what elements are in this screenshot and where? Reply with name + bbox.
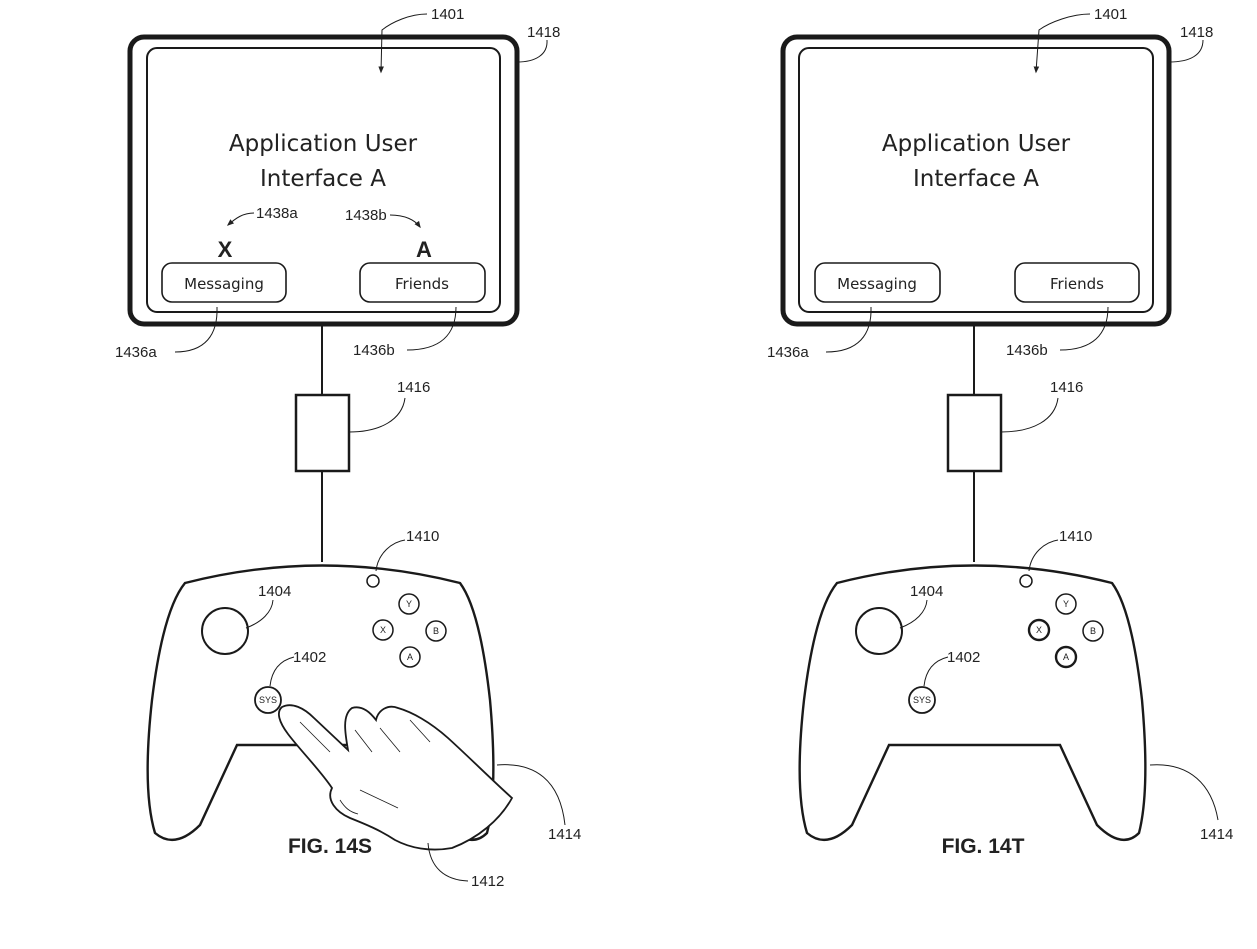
ref-1404: 1404 — [258, 583, 291, 600]
face-button-x[interactable]: X — [1027, 618, 1051, 642]
leader-1402 — [269, 656, 295, 687]
leader-1418 — [1168, 39, 1204, 63]
svg-text:A: A — [407, 652, 413, 662]
ref-1412: 1412 — [471, 873, 504, 890]
ref-1436a: 1436a — [767, 344, 809, 361]
connector-1416 — [946, 393, 1003, 473]
face-buttons: Y X B A — [372, 593, 447, 668]
ref-1402: 1402 — [293, 649, 326, 666]
leader-1418 — [516, 39, 548, 63]
face-button-b[interactable]: B — [1082, 620, 1104, 642]
ref-1401: 1401 — [431, 6, 464, 23]
display-frame — [127, 34, 520, 327]
hand-illustration — [277, 704, 514, 851]
controller-body — [798, 564, 1147, 842]
light-indicator — [366, 574, 380, 588]
ref-1436b: 1436b — [353, 342, 395, 359]
friends-button-label: Friends — [1050, 275, 1104, 293]
figure-14s: Application User Interface A X A Messagi… — [115, 6, 581, 890]
ref-1418: 1418 — [527, 24, 560, 41]
ref-1416: 1416 — [1050, 379, 1083, 396]
figure-caption: FIG. 14T — [942, 835, 1025, 858]
connector-1416 — [294, 393, 351, 473]
screen-title-line1: Application User — [229, 131, 418, 157]
leader-1410 — [1028, 539, 1059, 572]
controller-body — [146, 564, 495, 842]
display-frame — [780, 34, 1172, 327]
friends-hint-glyph: A — [416, 237, 432, 262]
leader-1404 — [899, 599, 928, 629]
svg-text:B: B — [433, 626, 439, 636]
light-indicator — [1019, 574, 1033, 588]
svg-text:B: B — [1090, 626, 1096, 636]
screen-title-line2: Interface A — [913, 166, 1039, 192]
svg-text:Y: Y — [406, 599, 412, 609]
leader-1401 — [378, 13, 428, 74]
leader-1404 — [245, 599, 274, 629]
messaging-hint-glyph: X — [218, 237, 233, 262]
face-button-b[interactable]: B — [425, 620, 447, 642]
leader-1412 — [427, 842, 469, 882]
leader-1436b — [1059, 306, 1109, 351]
ref-1416: 1416 — [397, 379, 430, 396]
system-button[interactable]: SYS — [254, 686, 282, 714]
ref-1410: 1410 — [406, 528, 439, 545]
face-button-y[interactable]: Y — [1055, 593, 1077, 615]
ref-1436a: 1436a — [115, 344, 157, 361]
screen-title-line1: Application User — [882, 131, 1071, 157]
svg-text:X: X — [1036, 625, 1042, 635]
face-button-a[interactable]: A — [1054, 645, 1078, 669]
hand-detail — [299, 719, 431, 815]
leader-1401 — [1033, 13, 1091, 74]
figure-14t: Application User Interface A Messaging F… — [767, 6, 1233, 858]
ref-1401: 1401 — [1094, 6, 1127, 23]
ref-1414: 1414 — [1200, 826, 1233, 843]
ref-1438a: 1438a — [256, 205, 298, 222]
friends-button[interactable]: Friends — [359, 262, 486, 303]
screen-title-line2: Interface A — [260, 166, 386, 192]
ref-1436b: 1436b — [1006, 342, 1048, 359]
thumbstick[interactable] — [201, 607, 249, 655]
system-button[interactable]: SYS — [908, 686, 936, 714]
leader-1402 — [923, 656, 949, 687]
leader-1436a — [174, 306, 218, 353]
leader-1416 — [348, 397, 406, 433]
friends-button[interactable]: Friends — [1014, 262, 1140, 303]
leader-1438b — [389, 214, 421, 229]
leader-1438a — [226, 212, 255, 226]
messaging-button[interactable]: Messaging — [161, 262, 287, 303]
ref-1414: 1414 — [548, 826, 581, 843]
leader-1414 — [1149, 764, 1219, 821]
friends-button-label: Friends — [395, 275, 449, 293]
svg-text:X: X — [380, 625, 386, 635]
display-screen — [146, 47, 501, 313]
svg-text:SYS: SYS — [259, 695, 277, 705]
thumbstick[interactable] — [855, 607, 903, 655]
ref-1402: 1402 — [947, 649, 980, 666]
ref-1404: 1404 — [910, 583, 943, 600]
messaging-button-label: Messaging — [184, 275, 264, 293]
leader-1436a — [825, 306, 872, 353]
svg-text:A: A — [1063, 652, 1069, 662]
svg-text:SYS: SYS — [913, 695, 931, 705]
display-screen — [798, 47, 1154, 313]
svg-text:Y: Y — [1063, 599, 1069, 609]
face-buttons: Y X B A — [1027, 593, 1104, 669]
face-button-a[interactable]: A — [399, 646, 421, 668]
leader-1436b — [406, 306, 457, 351]
messaging-button-label: Messaging — [837, 275, 917, 293]
leader-1410 — [375, 539, 406, 572]
figure-caption: FIG. 14S — [288, 835, 372, 858]
ref-1418: 1418 — [1180, 24, 1213, 41]
leader-1414 — [496, 764, 566, 826]
ref-1438b: 1438b — [345, 207, 387, 224]
face-button-x[interactable]: X — [372, 619, 394, 641]
face-button-y[interactable]: Y — [398, 593, 420, 615]
leader-1416 — [1000, 397, 1059, 433]
messaging-button[interactable]: Messaging — [814, 262, 941, 303]
ref-1410: 1410 — [1059, 528, 1092, 545]
